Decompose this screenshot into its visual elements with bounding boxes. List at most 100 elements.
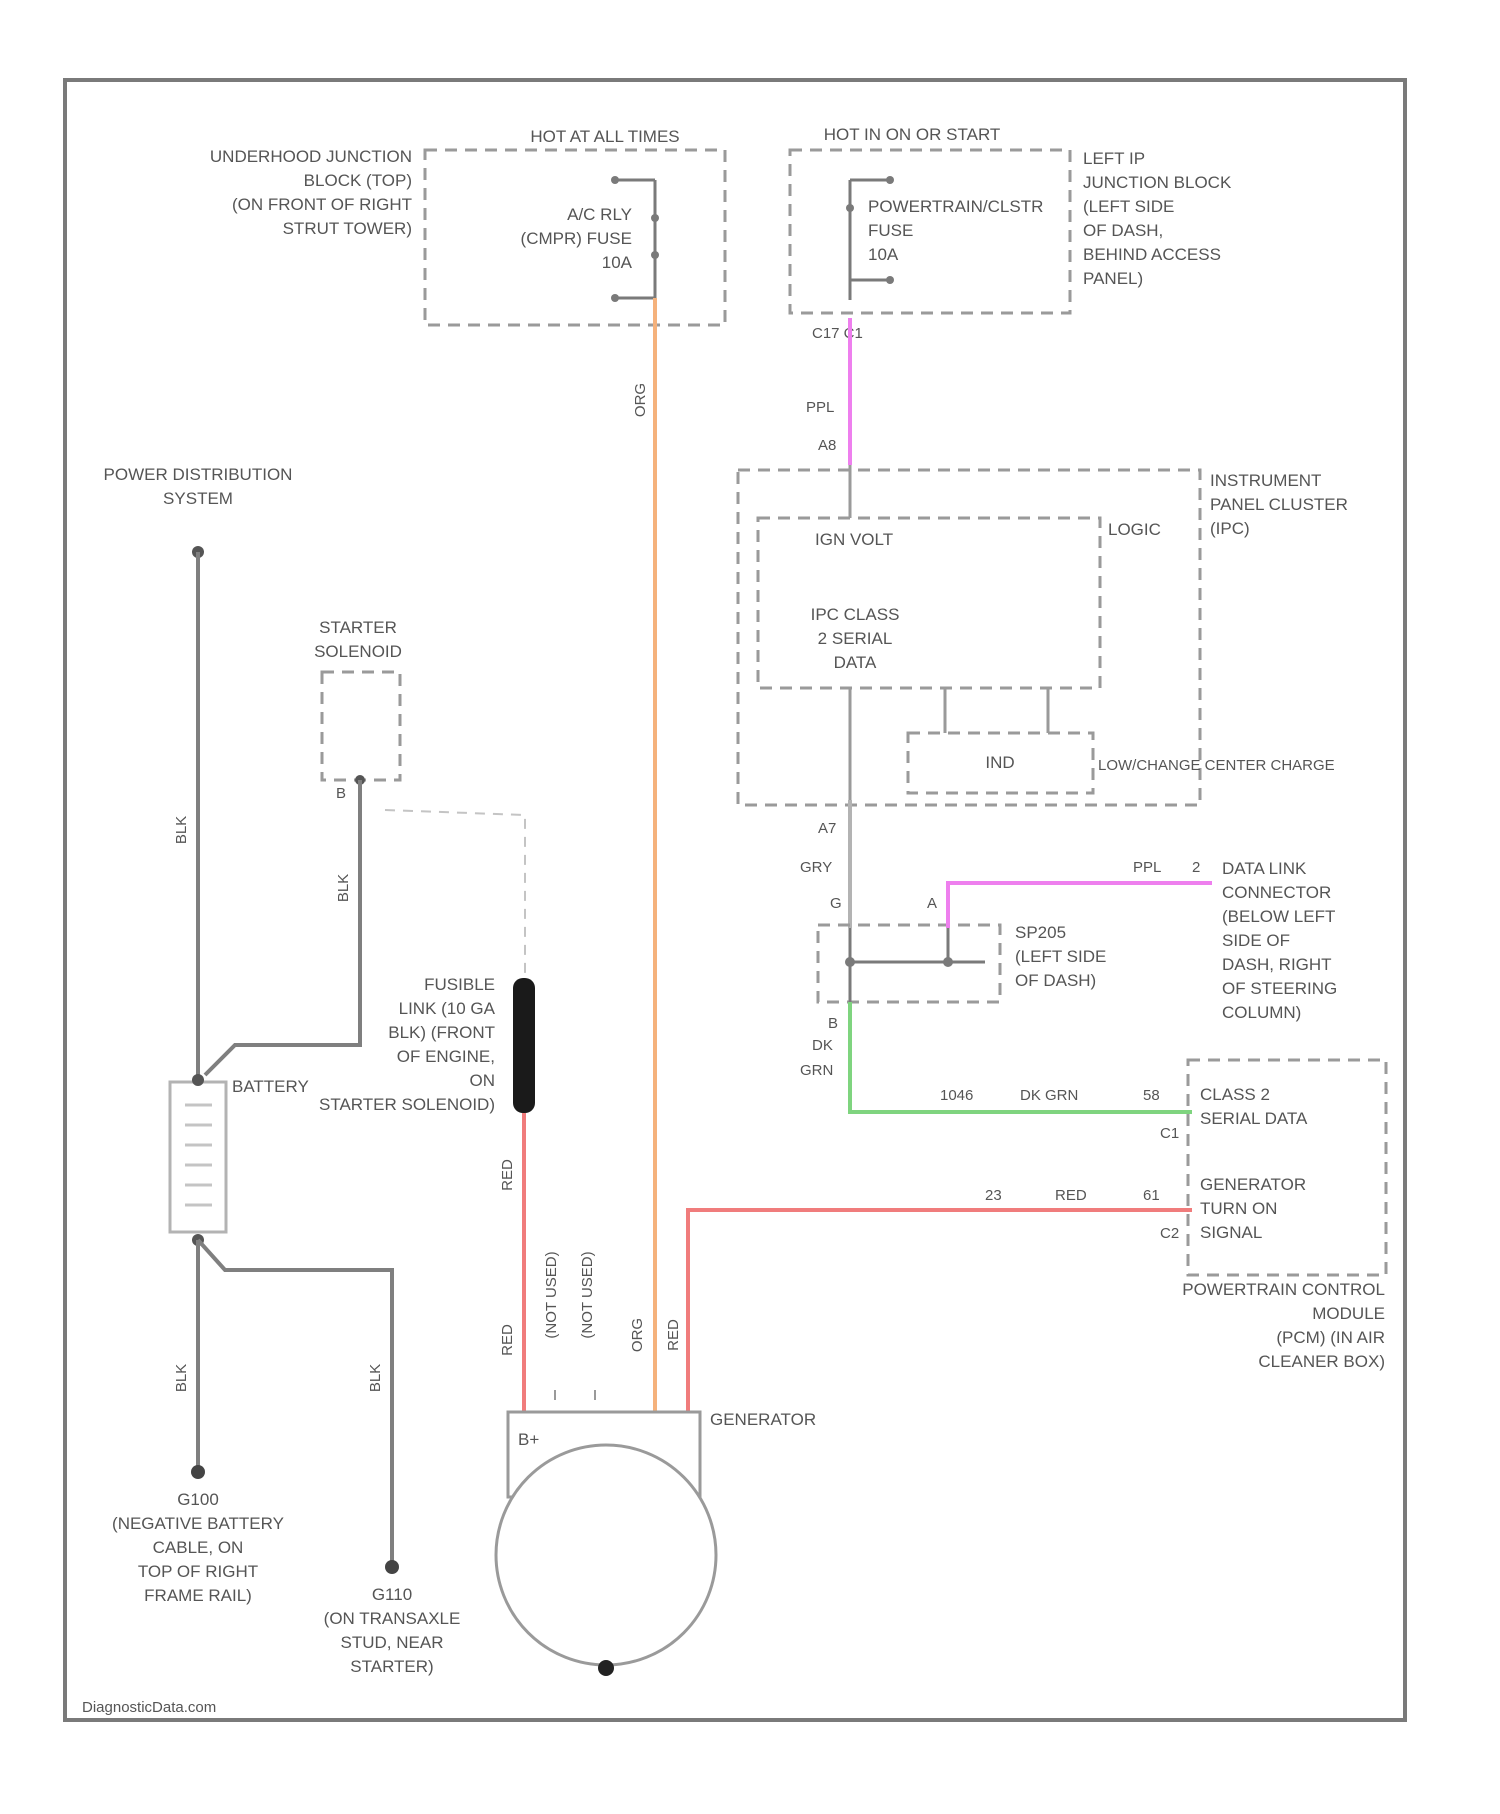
ipc-label-1: INSTRUMENT [1210,471,1321,490]
pcm-gen-1: GENERATOR [1200,1175,1306,1194]
gen-signal-wire [688,1210,1192,1412]
footer-watermark: DiagnosticData.com [82,1699,216,1716]
green-wire-group: DK GRN 1046 DK GRN 58 [800,1002,1192,1112]
blk-bottom-left-label: BLK [173,1364,190,1392]
dlc-label-2: CONNECTOR [1222,883,1331,902]
solenoid-pin: B [336,785,346,802]
splice-label-3: OF DASH) [1015,971,1096,990]
battery-pos-node [192,1074,204,1086]
splice-label-2: (LEFT SIDE [1015,947,1106,966]
ip-fuse-label-1: POWERTRAIN/CLSTR [868,197,1043,216]
ip-header: HOT IN ON OR START [824,125,1001,144]
pcm-gen-conn: C2 [1160,1225,1179,1242]
green-left-1: DK [812,1037,833,1054]
dlc-label-3: (BELOW LEFT [1222,907,1335,926]
splice-pin-a: A [927,895,937,912]
gen-signal-circuit: 23 [985,1187,1002,1204]
ip-bus-node-1 [886,176,894,184]
ppl-wire-dlc [948,883,1212,928]
org-gen-label: ORG [629,1318,646,1352]
ppl-wire-top-pin: A8 [818,437,836,454]
green-left-2: GRN [800,1062,833,1079]
solenoid-dash-link [385,810,525,975]
pds-label-1: POWER DISTRIBUTION [104,465,293,484]
ground-right-node [385,1560,399,1574]
pcm-label-4: CLEANER BOX) [1258,1352,1385,1371]
underhood-header: HOT AT ALL TIMES [530,127,679,146]
ac-fuse-label-1: A/C RLY [567,205,632,224]
fusible-label-5: ON [470,1071,496,1090]
ipc-inner-box [758,518,1100,688]
ip-fuse-node-a [846,204,854,212]
battery: BATTERY [170,1074,309,1246]
pcm-gen-3: SIGNAL [1200,1223,1262,1242]
pcm-class2-2: SERIAL DATA [1200,1109,1308,1128]
red-fusible-label: RED [499,1159,516,1191]
ipc-inner-1: IPC CLASS [811,605,900,624]
ipc-logic: LOGIC [1108,520,1161,539]
green-circuit: 1046 [940,1087,973,1104]
ipc-indicator: IND [985,753,1014,772]
blk-wire-starter [205,780,360,1075]
red-gen-left-label: RED [499,1324,516,1356]
ground-left-node [191,1465,205,1479]
gen-signal-color: RED [1055,1187,1087,1204]
diagram-frame [65,80,1405,1720]
ip-junction-box [790,150,1070,313]
ipc-out-color: GRY [800,859,832,876]
green-color: DK GRN [1020,1087,1078,1104]
ipc-label-2: PANEL CLUSTER [1210,495,1348,514]
ppl-wire-top-label: PPL [806,399,834,416]
pcm: CLASS 2 SERIAL DATA C1 GENERATOR TURN ON… [1160,1060,1386,1371]
fusible-link-body [513,978,535,1113]
ground-right-1: (ON TRANSAXLE [324,1609,461,1628]
dlc-label-1: DATA LINK [1222,859,1307,878]
underhood-junction-block: HOT AT ALL TIMES UNDERHOOD JUNCTION BLOC… [210,127,725,325]
instrument-panel-cluster: INSTRUMENT PANEL CLUSTER (IPC) IGN VOLT … [738,465,1348,805]
ac-bus-node-1 [611,176,619,184]
splice-label-1: SP205 [1015,923,1066,942]
dlc-label-4: SIDE OF [1222,931,1290,950]
ip-label-6: PANEL) [1083,269,1143,288]
ip-label-4: OF DASH, [1083,221,1163,240]
ipc-inner-3: DATA [834,653,877,672]
fusible-label-2: LINK (10 GA [399,999,496,1018]
gen-label: GENERATOR [710,1410,816,1429]
dlc-group: PPL 2 DATA LINK CONNECTOR (BELOW LEFT SI… [948,859,1337,1022]
gen-ground-node [598,1660,614,1676]
pcm-gen-2: TURN ON [1200,1199,1277,1218]
ipc-inner-2: 2 SERIAL [818,629,893,648]
gen-connector-ticks [555,1390,595,1400]
blk-top-label: BLK [173,816,190,844]
ip-fuse-label-2: FUSE [868,221,913,240]
ground-left-4: FRAME RAIL) [144,1586,252,1605]
red-gen-right-label: RED [665,1319,682,1351]
blk-starter-label: BLK [335,874,352,902]
solenoid-label-2: SOLENOID [314,642,402,661]
ground-left: G100 (NEGATIVE BATTERY CABLE, ON TOP OF … [112,1490,284,1605]
ac-fuse-label-3: 10A [602,253,633,272]
green-pin: 58 [1143,1087,1160,1104]
ip-label-5: BEHIND ACCESS [1083,245,1221,264]
underhood-label-3: (ON FRONT OF RIGHT [232,195,412,214]
not-used-2-label: (NOT USED) [579,1251,596,1338]
ipc-out-pin: A7 [818,820,836,837]
power-distribution: POWER DISTRIBUTION SYSTEM BLK [104,465,293,1080]
not-used-1-label: (NOT USED) [543,1251,560,1338]
ip-bus-node-2 [886,276,894,284]
splice-pin-b: B [828,1015,838,1032]
ground-right-3: STARTER) [350,1657,433,1676]
dlc-pin: 2 [1192,859,1200,876]
pcm-class2-1: CLASS 2 [1200,1085,1270,1104]
ip-label-3: (LEFT SIDE [1083,197,1174,216]
pcm-label-2: MODULE [1312,1304,1385,1323]
ac-bus-node-2 [611,294,619,302]
underhood-label-1: UNDERHOOD JUNCTION [210,147,412,166]
gen-signal-group: 23 RED 61 [688,1187,1192,1412]
battery-label: BATTERY [232,1077,309,1096]
left-ip-junction-block: HOT IN ON OR START POWERTRAIN/CLSTR FUSE… [790,125,1232,342]
underhood-label-2: BLOCK (TOP) [304,171,412,190]
ac-fuse-node-b [651,251,659,259]
org-vertical-label: ORG [632,383,649,417]
ground-right-2: STUD, NEAR [341,1633,444,1652]
